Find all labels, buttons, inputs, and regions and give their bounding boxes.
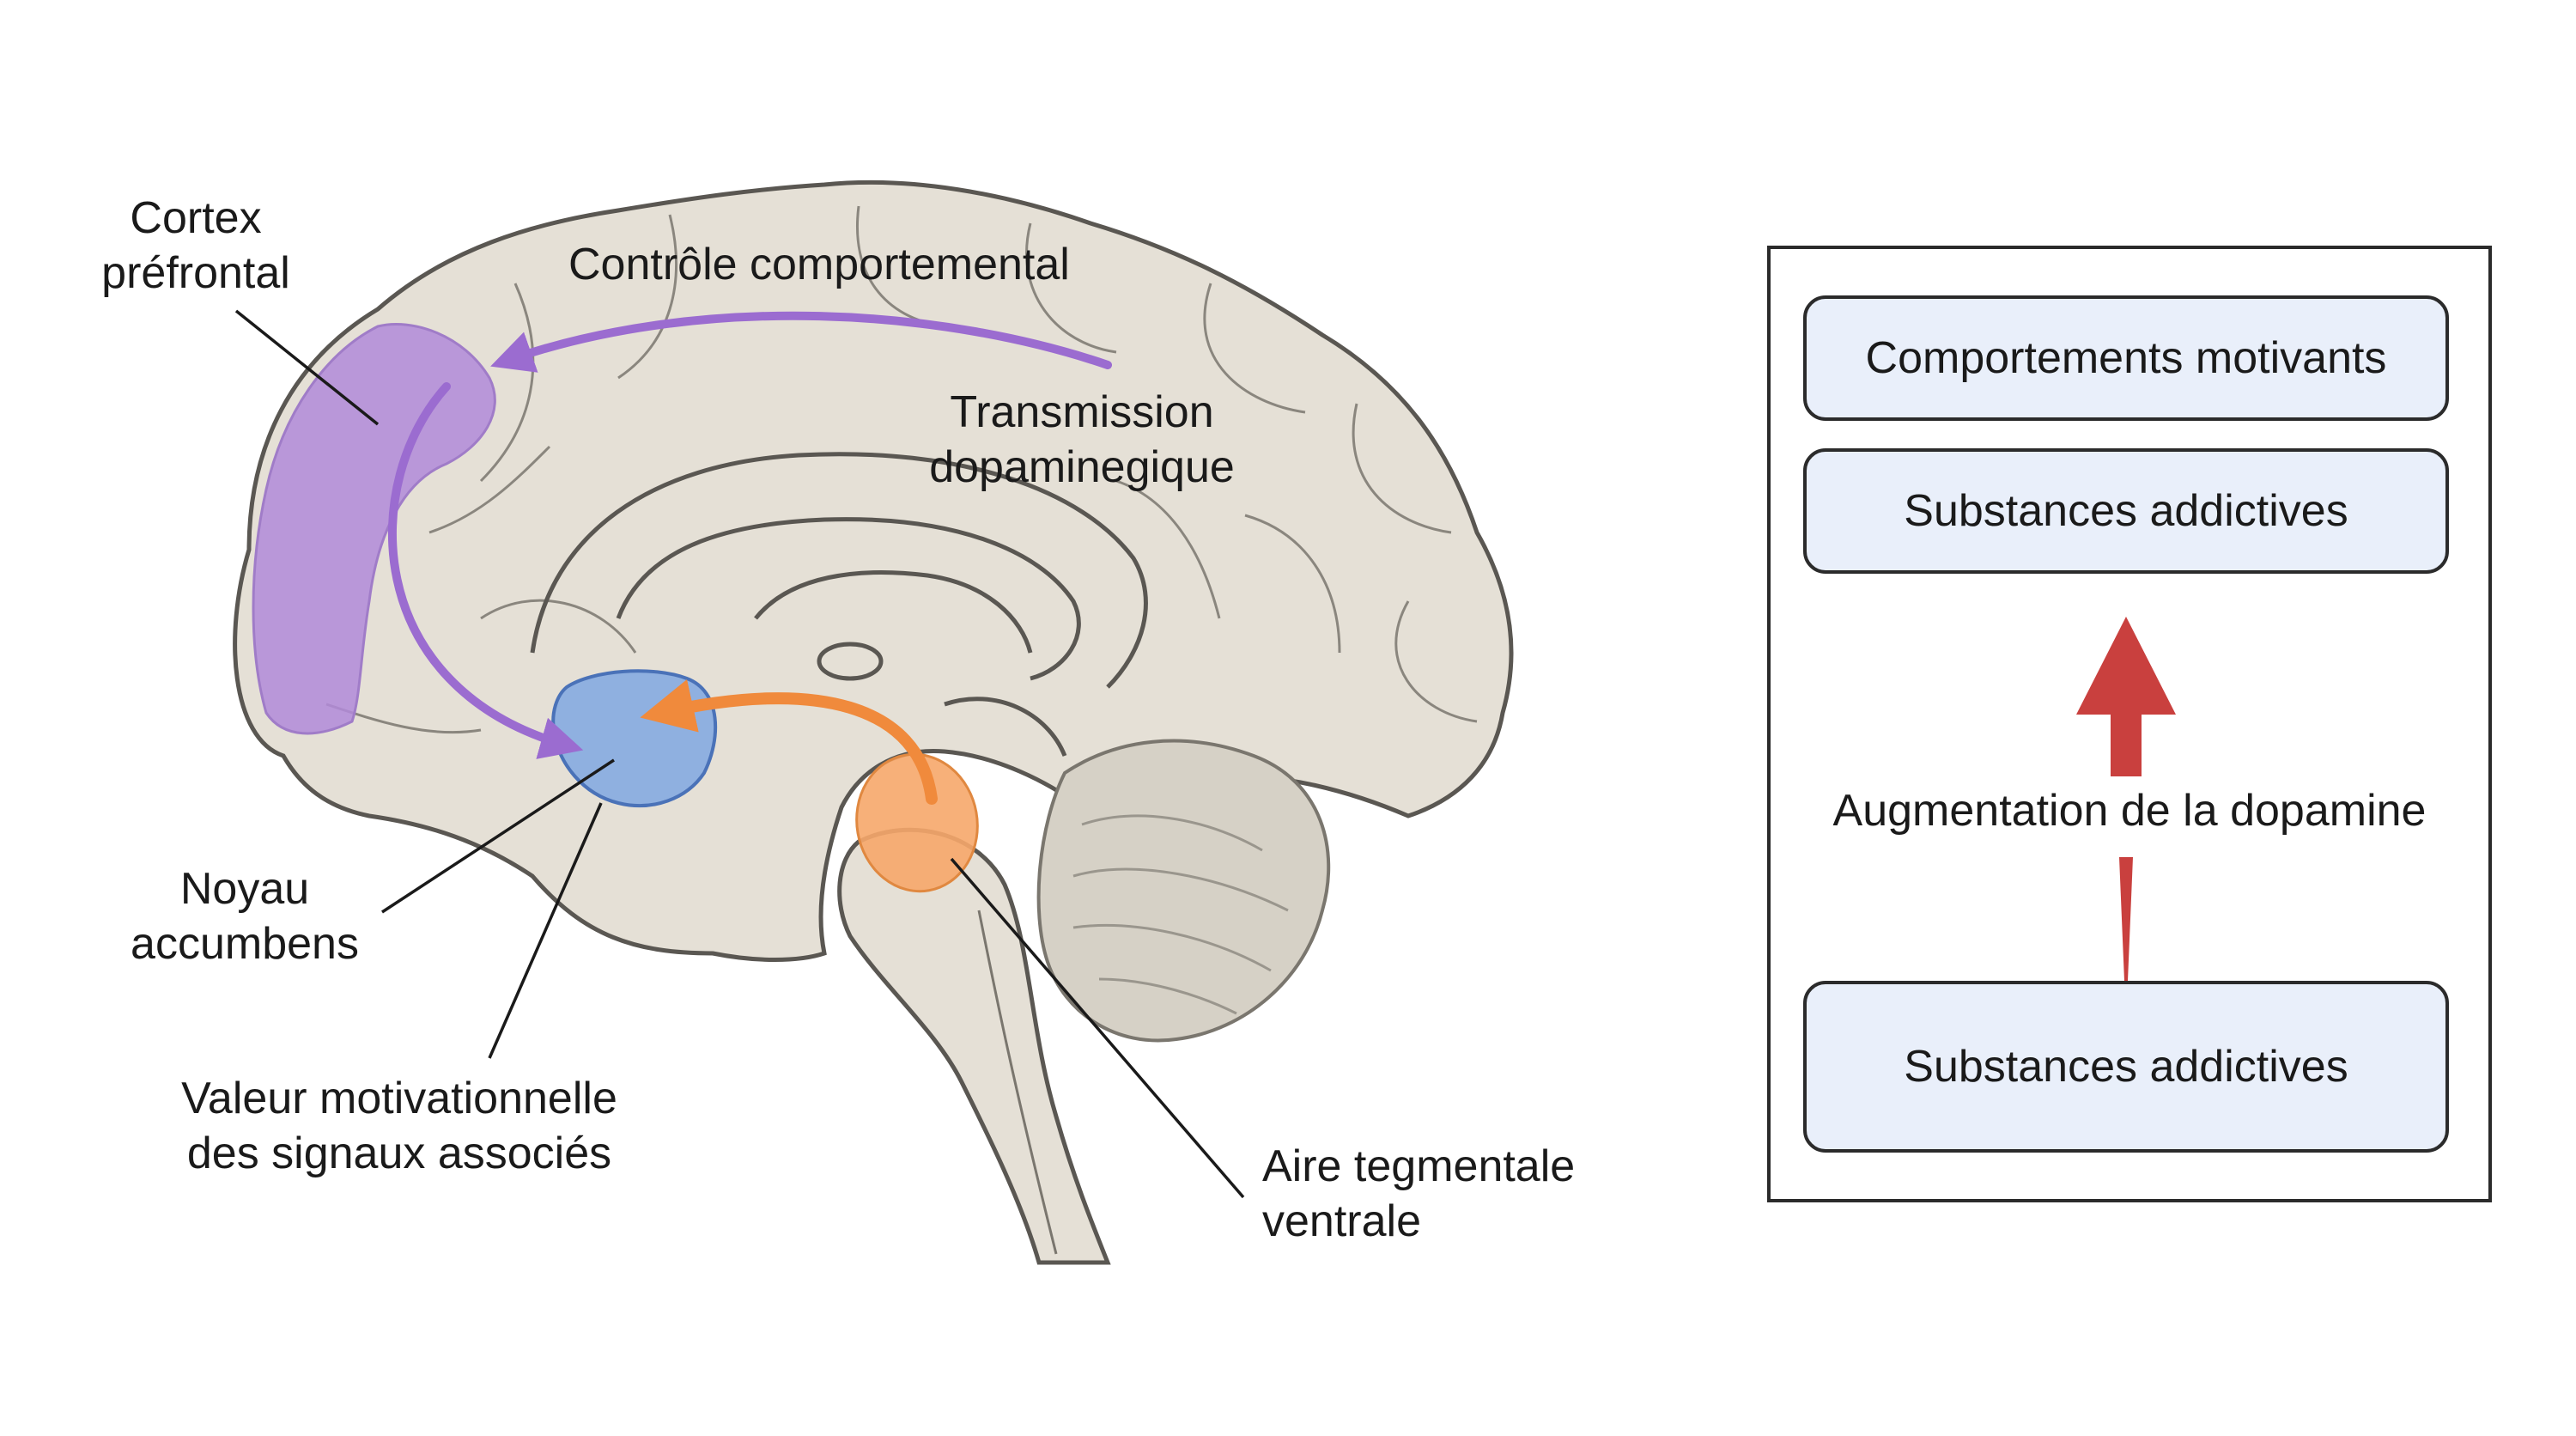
vta-label-line1: Aire tegmentale xyxy=(1262,1141,1576,1191)
addictive-substances-bottom-text: Substances addictives xyxy=(1904,1042,2348,1092)
prefrontal-leader-line xyxy=(234,309,380,426)
prefrontal-cortex-region xyxy=(252,323,496,735)
corpus-callosum xyxy=(530,452,1148,757)
brainstem-line xyxy=(977,910,1058,1255)
transmission-label-line1: Transmission xyxy=(950,387,1214,437)
addictive-substances-top-box: Substances addictives xyxy=(1803,448,2449,574)
prefrontal-to-accumbens-arrow xyxy=(387,382,584,759)
nucleus-accumbens-label: Noyau accumbens xyxy=(112,861,378,971)
behavioral-control-label: Contrôle comportemental xyxy=(568,240,1070,289)
leader-lines xyxy=(234,309,1245,1199)
addictive-substances-top-text: Substances addictives xyxy=(1904,486,2348,536)
arrow-head-shape xyxy=(2076,617,2176,776)
vta-to-accumbens-arrow xyxy=(640,679,938,805)
motivational-label-line2: des signaux associés xyxy=(186,1129,612,1178)
vta-leader-line xyxy=(950,857,1245,1199)
accumbens-label-line2: accumbens xyxy=(131,919,359,969)
motivating-behaviors-box: Comportements motivants xyxy=(1803,295,2449,421)
prefrontal-label-line1: Cortex xyxy=(130,193,262,243)
accumbens-leader-line xyxy=(381,758,615,914)
motivational-label-line1: Valeur motivationnelle xyxy=(181,1074,617,1123)
arrow-shaft-shape xyxy=(2119,857,2133,981)
cerebellum xyxy=(1036,739,1331,1043)
behavioral-control-arrow xyxy=(490,311,1112,373)
prefrontal-cortex-label: Cortex préfrontal xyxy=(93,191,299,301)
dopamine-transmission-label: Transmission dopaminegique xyxy=(902,385,1262,495)
prefrontal-label-line2: préfrontal xyxy=(101,248,290,298)
addictive-substances-bottom-box: Substances addictives xyxy=(1803,981,2449,1153)
motivational-value-leader-line xyxy=(488,802,603,1059)
vta-label: Aire tegmentale ventrale xyxy=(1262,1139,1575,1249)
motivating-behaviors-text: Comportements motivants xyxy=(1865,333,2387,383)
motivational-value-label: Valeur motivationnelle des signaux assoc… xyxy=(146,1071,653,1181)
accumbens-label-line1: Noyau xyxy=(179,864,310,914)
dopamine-panel: Comportements motivants Substances addic… xyxy=(1767,246,2492,1202)
vta-region xyxy=(855,752,979,893)
dopamine-increase-arrow xyxy=(2076,617,2176,981)
transmission-label-line2: dopaminegique xyxy=(929,442,1235,492)
dopamine-increase-label: Augmentation de la dopamine xyxy=(1832,786,2427,836)
cerebellum-folds xyxy=(1072,814,1289,1015)
brainstem xyxy=(837,827,1111,1265)
vta-label-line2: ventrale xyxy=(1262,1196,1421,1246)
